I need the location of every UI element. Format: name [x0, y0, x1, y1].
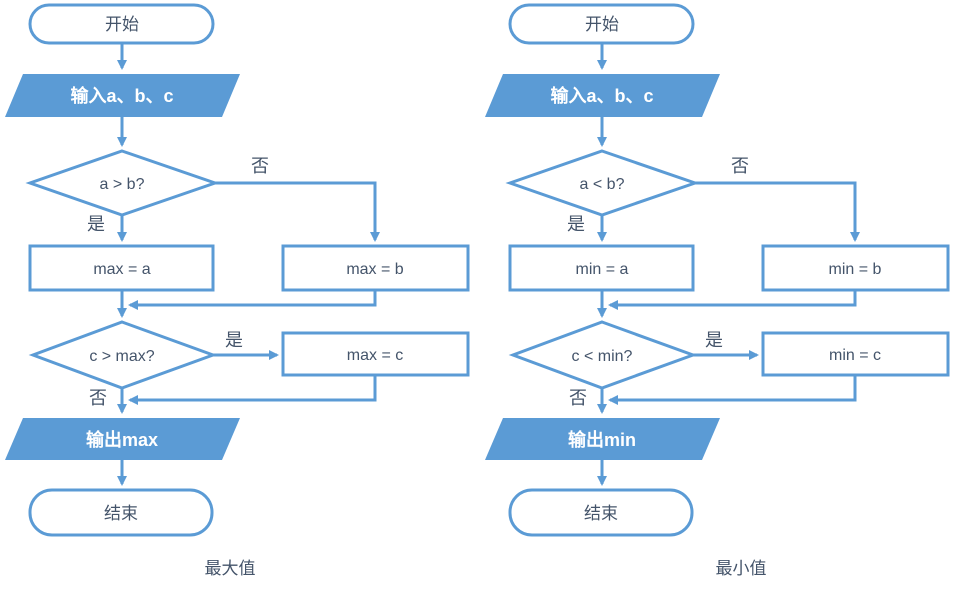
decision2-node: [28, 320, 218, 390]
update-assign-label: min = c: [829, 347, 881, 364]
decision1-label: a > b?: [100, 176, 145, 193]
start-node: [508, 3, 695, 45]
then-assign-label: min = a: [576, 261, 629, 278]
start-label: 开始: [105, 15, 139, 34]
edge-decision1-no: [695, 181, 860, 242]
else-assign-node: [281, 244, 470, 292]
end-node: [28, 488, 214, 537]
decision2-no-label: 否: [89, 388, 107, 408]
decision1-label: a < b?: [580, 176, 625, 193]
decision1-no-label: 否: [731, 156, 749, 176]
else-assign-label: max = b: [346, 261, 403, 278]
update-assign-node: [281, 331, 470, 377]
edge-update-return: [608, 375, 857, 405]
update-assign-node: [761, 331, 950, 377]
start-node: [28, 3, 215, 45]
flowchart-minimum: 开始 输入a、b、c a < b? 否 是 min = a min = b c …: [485, 3, 950, 578]
then-assign-label: max = a: [93, 261, 150, 278]
input-node: [485, 74, 720, 117]
start-label: 开始: [585, 15, 619, 34]
output-label: 输出max: [86, 429, 158, 450]
decision1-yes-label: 是: [87, 214, 105, 234]
edge-else-return: [608, 290, 857, 310]
edge-else-return: [128, 290, 377, 310]
input-label: 输入a、b、c: [70, 85, 173, 106]
decision1-no-label: 否: [251, 156, 269, 176]
decision2-label: c < min?: [572, 348, 633, 365]
output-label: 输出min: [568, 429, 636, 450]
decision2-no-label: 否: [569, 388, 587, 408]
input-label: 输入a、b、c: [550, 85, 653, 106]
then-assign-node: [28, 244, 215, 292]
end-label: 结束: [104, 504, 138, 523]
decision1-yes-label: 是: [567, 214, 585, 234]
then-assign-node: [508, 244, 695, 292]
decision2-label: c > max?: [89, 348, 154, 365]
chart-caption: 最大值: [205, 559, 256, 578]
chart-caption: 最小值: [716, 559, 767, 578]
flowchart-maximum: 开始 输入a、b、c a > b? 否 是 max = a max = b c …: [5, 3, 470, 578]
update-assign-label: max = c: [347, 347, 403, 364]
decision2-node: [508, 320, 698, 390]
input-node: [5, 74, 240, 117]
decision2-yes-label: 是: [705, 330, 723, 350]
output-node: [485, 418, 720, 460]
else-assign-label: min = b: [829, 261, 882, 278]
output-node: [5, 418, 240, 460]
decision1-node: [505, 149, 700, 217]
decision2-yes-label: 是: [225, 330, 243, 350]
end-label: 结束: [584, 504, 618, 523]
else-assign-node: [761, 244, 950, 292]
edge-update-return: [128, 375, 377, 405]
edge-decision1-no: [215, 181, 380, 242]
decision1-node: [25, 149, 220, 217]
end-node: [508, 488, 694, 537]
